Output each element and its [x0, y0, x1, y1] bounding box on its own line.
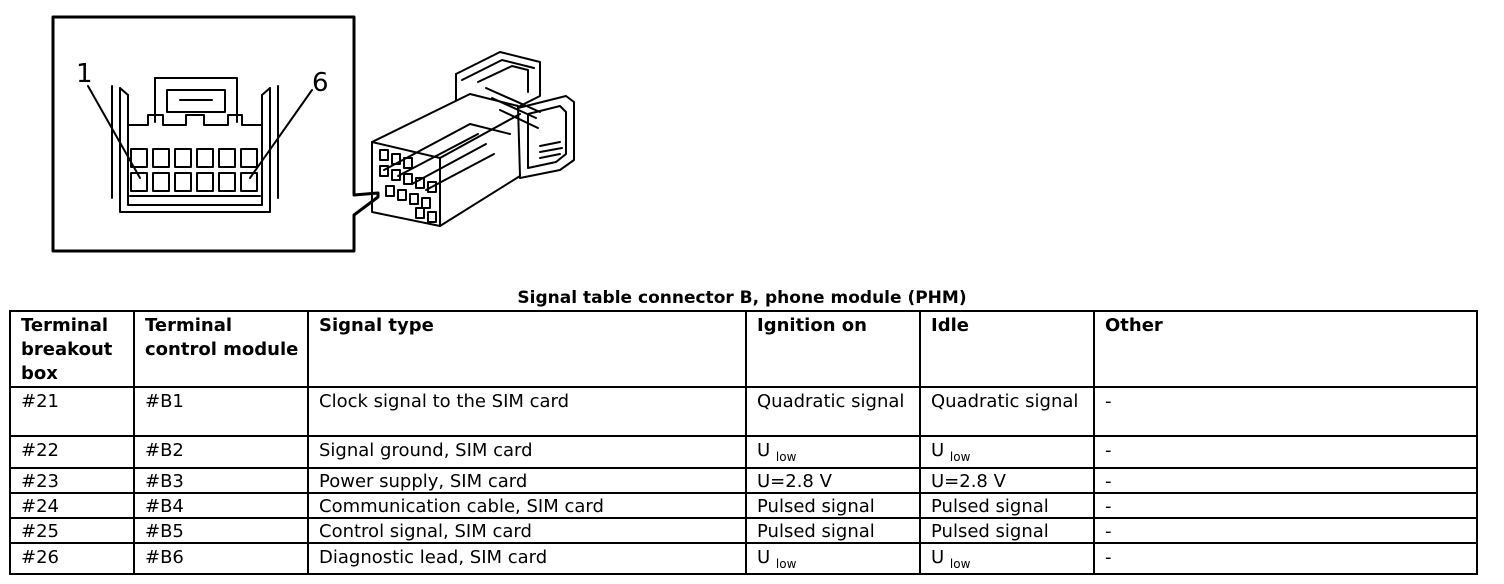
connector-housing-drawing — [371, 51, 575, 227]
table-row: #22 #B2 Signal ground, SIM card U low U … — [9, 435, 1478, 469]
table-row: #23 #B3 Power supply, SIM card U=2.8 V U… — [9, 467, 1478, 494]
table-row: #26 #B6 Diagnostic lead, SIM card U low … — [9, 542, 1478, 575]
cell-idle: Pulsed signal — [919, 492, 1095, 519]
cell-other: - — [1093, 467, 1478, 494]
cell-idle: Quadratic signal — [919, 386, 1095, 437]
voltage-subscript: low — [949, 450, 971, 464]
cell-ignition-on: Quadratic signal — [745, 386, 921, 437]
header-terminal-breakout-box: Terminal breakout box — [9, 310, 135, 388]
header-ignition-on: Ignition on — [745, 310, 921, 388]
cell-idle: U low — [919, 542, 1095, 575]
cell-breakout: #23 — [9, 467, 135, 494]
table-row: #25 #B5 Control signal, SIM card Pulsed … — [9, 517, 1478, 544]
cell-signal-type: Power supply, SIM card — [307, 467, 747, 494]
pin-1-leader — [87, 85, 141, 179]
cell-other: - — [1093, 517, 1478, 544]
voltage-symbol: U — [757, 440, 771, 461]
cell-ignition-on: U low — [745, 542, 921, 575]
cell-control: #B1 — [133, 386, 309, 437]
signal-table: Terminal breakout box Terminal control m… — [9, 310, 1478, 575]
header-idle: Idle — [919, 310, 1095, 388]
cell-idle: Pulsed signal — [919, 517, 1095, 544]
cell-other: - — [1093, 492, 1478, 519]
cell-control: #B5 — [133, 517, 309, 544]
cell-ignition-on: Pulsed signal — [745, 492, 921, 519]
table-row: #21 #B1 Clock signal to the SIM card Qua… — [9, 386, 1478, 437]
detail-frame — [51, 15, 380, 253]
cell-other: - — [1093, 435, 1478, 469]
cell-control: #B4 — [133, 492, 309, 519]
header-signal-type: Signal type — [307, 310, 747, 388]
cell-signal-type: Clock signal to the SIM card — [307, 386, 747, 437]
cell-other: - — [1093, 542, 1478, 575]
cell-ignition-on: U low — [745, 435, 921, 469]
cell-ignition-on: U=2.8 V — [745, 467, 921, 494]
cell-breakout: #25 — [9, 517, 135, 544]
pin-6-label: 6 — [312, 68, 329, 98]
cell-breakout: #22 — [9, 435, 135, 469]
pin-1-label: 1 — [76, 59, 93, 89]
voltage-subscript: low — [775, 557, 797, 571]
cell-signal-type: Control signal, SIM card — [307, 517, 747, 544]
cell-breakout: #26 — [9, 542, 135, 575]
connector-illustration: 1 6 — [51, 15, 575, 253]
voltage-symbol: U — [931, 440, 945, 461]
voltage-symbol: U — [931, 547, 945, 568]
cell-signal-type: Signal ground, SIM card — [307, 435, 747, 469]
connector-face-drawing — [111, 77, 279, 213]
table-title: Signal table connector B, phone module (… — [517, 288, 967, 308]
cell-signal-type: Communication cable, SIM card — [307, 492, 747, 519]
cell-ignition-on: Pulsed signal — [745, 517, 921, 544]
cell-control: #B3 — [133, 467, 309, 494]
voltage-symbol: U — [757, 547, 771, 568]
cell-breakout: #21 — [9, 386, 135, 437]
cell-other: - — [1093, 386, 1478, 437]
cell-control: #B6 — [133, 542, 309, 575]
cell-idle: U low — [919, 435, 1095, 469]
voltage-subscript: low — [949, 557, 971, 571]
table-row: #24 #B4 Communication cable, SIM card Pu… — [9, 492, 1478, 519]
voltage-subscript: low — [775, 450, 797, 464]
header-other: Other — [1093, 310, 1478, 388]
header-terminal-control-module: Terminal control module — [133, 310, 309, 388]
cell-idle: U=2.8 V — [919, 467, 1095, 494]
cell-breakout: #24 — [9, 492, 135, 519]
cell-control: #B2 — [133, 435, 309, 469]
cell-signal-type: Diagnostic lead, SIM card — [307, 542, 747, 575]
table-header-row: Terminal breakout box Terminal control m… — [9, 310, 1478, 388]
pin-6-leader — [249, 89, 313, 179]
